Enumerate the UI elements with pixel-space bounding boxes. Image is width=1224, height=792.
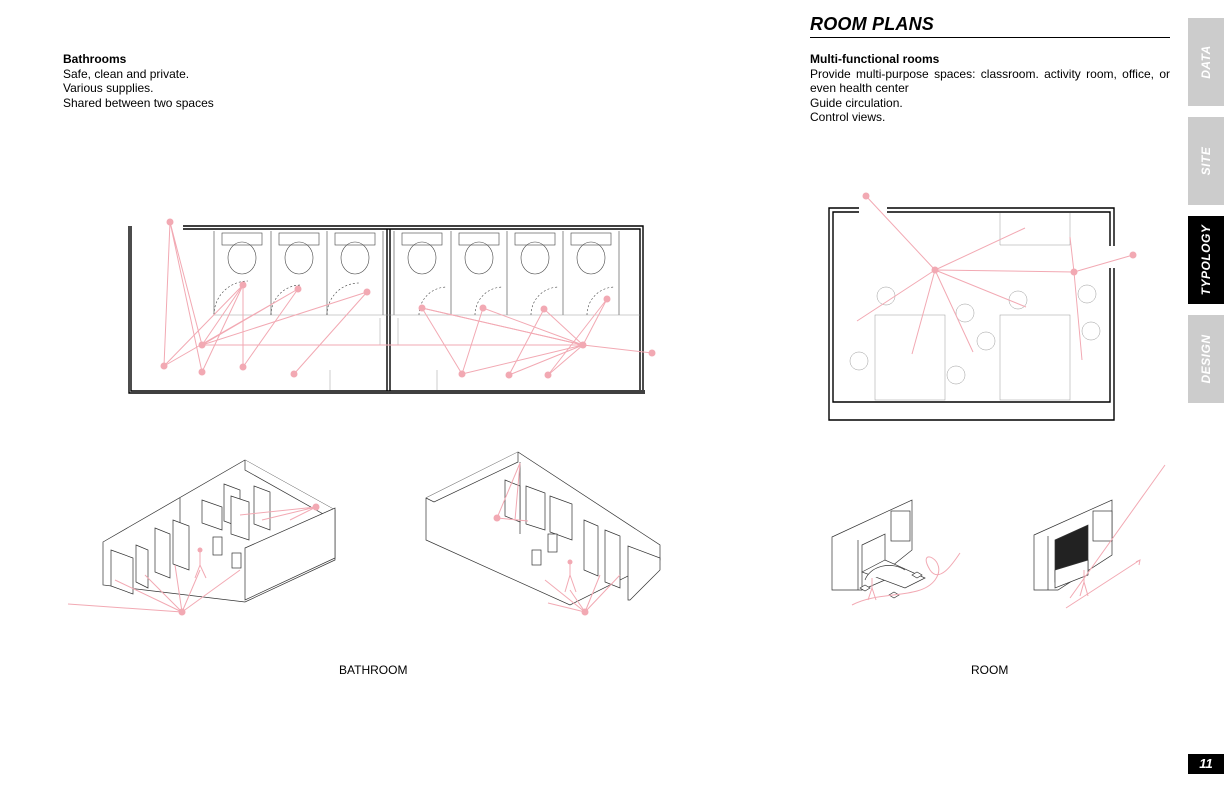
bathroom-floor-plan	[128, 218, 656, 394]
caption-bathroom: BATHROOM	[339, 663, 408, 677]
rooms-description: Multi-functional rooms Provide multi-pur…	[810, 52, 1170, 125]
bathroom-axonometric-right	[425, 451, 661, 616]
bathrooms-line: Shared between two spaces	[63, 95, 214, 110]
rooms-line: Control views.	[810, 110, 886, 124]
room-floor-plan	[828, 192, 1137, 421]
tab-site[interactable]: SITE	[1188, 117, 1224, 205]
tab-design[interactable]: DESIGN	[1188, 315, 1224, 403]
rooms-heading: Multi-functional rooms	[810, 52, 940, 66]
bathrooms-description: Bathrooms Safe, clean and private. Vario…	[63, 52, 323, 110]
caption-room: ROOM	[971, 663, 1009, 677]
bathrooms-line: Safe, clean and private.	[63, 66, 190, 81]
page-number: 11	[1188, 754, 1224, 774]
bathrooms-heading: Bathrooms	[63, 52, 127, 66]
room-axonometric-right	[1033, 464, 1166, 609]
page-title: ROOM PLANS	[810, 14, 1170, 38]
rooms-line: Guide circulation.	[810, 95, 903, 110]
tab-typology[interactable]: TYPOLOGY	[1188, 216, 1224, 304]
bathrooms-line: Various supplies.	[63, 81, 154, 95]
room-axonometric-left	[831, 499, 961, 606]
tab-data[interactable]: DATA	[1188, 18, 1224, 106]
rooms-line: Provide multi-purpose spaces: classroom.…	[810, 66, 1170, 96]
bathroom-axonometric-left	[67, 459, 336, 616]
